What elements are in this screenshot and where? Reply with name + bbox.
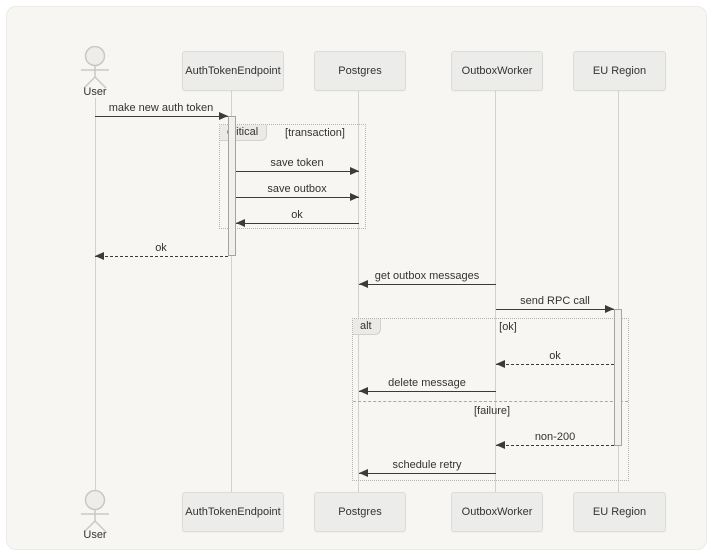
arrowhead-left-icon [496,360,505,368]
message-label: save outbox [267,183,327,195]
arrowhead-right-icon [350,193,359,201]
alt-frame-condition-ok: [ok] [499,321,517,333]
activation-auth-token-endpoint [228,116,236,256]
critical-frame-condition: [transaction] [285,127,345,139]
message-line [95,116,228,117]
message-line [236,223,359,224]
message-label: ok [549,350,561,362]
actor-label-user-bottom: User [83,529,107,541]
message-label: send RPC call [520,295,590,307]
arrowhead-left-icon [95,252,104,260]
message-label: make new auth token [108,102,214,114]
message-label: ok [155,242,167,254]
diagram-canvas: critical [transaction] alt [ok] [failure… [6,6,707,550]
arrowhead-left-icon [359,280,368,288]
user-actor-icon [81,46,109,89]
actor-label-user-top: User [83,86,107,98]
arrowhead-right-icon [219,112,228,120]
message-label: save token [270,157,324,169]
message-line [359,473,496,474]
alt-frame-condition-failure: [failure] [473,405,511,417]
message-line [236,197,359,198]
message-line [359,391,496,392]
message-label: get outbox messages [374,270,480,282]
message-line [359,284,496,285]
arrowhead-left-icon [359,469,368,477]
lifeline-auth-token-endpoint [231,89,232,492]
participant-box-postgres-top: Postgres [314,51,406,91]
message-label: ok [291,209,303,221]
message-line [236,171,359,172]
message-line [496,445,614,446]
arrowhead-right-icon [350,167,359,175]
arrowhead-right-icon [605,305,614,313]
message-line [95,256,228,257]
participant-box-eu-region-top: EU Region [573,51,666,91]
message-label: schedule retry [392,459,462,471]
participant-box-auth-token-endpoint-bottom: AuthTokenEndpoint [182,492,284,532]
lifeline-user [95,98,96,490]
user-actor-icon [81,490,109,533]
activation-eu-region [614,309,622,446]
message-line [496,364,614,365]
message-line [496,309,614,310]
alt-frame: alt [ok] [failure] [352,318,629,481]
participant-box-auth-token-endpoint-top: AuthTokenEndpoint [182,51,284,91]
arrowhead-left-icon [496,441,505,449]
arrowhead-left-icon [236,219,245,227]
arrowhead-left-icon [359,387,368,395]
message-label: delete message [388,377,466,389]
participant-box-outbox-worker-top: OutboxWorker [451,51,543,91]
alt-frame-divider [353,401,628,402]
participant-box-postgres-bottom: Postgres [314,492,406,532]
lifeline-eu-region [618,89,619,492]
participant-box-eu-region-bottom: EU Region [573,492,666,532]
alt-frame-label: alt [353,319,381,335]
message-label: non-200 [534,431,576,443]
lifeline-postgres [358,89,359,492]
participant-box-outbox-worker-bottom: OutboxWorker [451,492,543,532]
lifeline-outbox-worker [495,89,496,492]
